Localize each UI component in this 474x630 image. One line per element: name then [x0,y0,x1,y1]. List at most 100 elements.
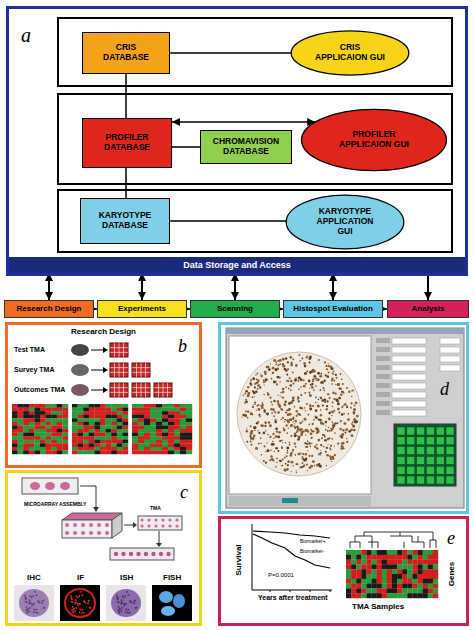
heatmap-cell [392,574,397,579]
heatmap-cell [89,425,95,429]
heatmap-cell [418,588,423,593]
heatmap-cell [144,415,150,419]
stain-dot [37,600,39,602]
heatmap-cell [111,436,117,440]
tma-grid [110,363,128,377]
heatmap-cell [144,411,150,415]
row-label: Survey TMA [14,366,54,374]
tissue-dot [296,410,298,412]
tma-spot [97,531,101,535]
stain-dot [78,595,80,597]
heatmap-cell [78,447,84,451]
heatmap-cell [186,415,192,419]
heatmap-cell [402,579,407,584]
spot-grid-cell [397,427,405,435]
tissue-dot [294,432,296,434]
spot-grid-cell [397,447,405,455]
heatmap-cell [12,425,18,429]
heatmap-cell [351,593,356,598]
heatmap-cell [162,418,168,422]
tissue-dot [282,465,284,467]
heatmap-cell [106,447,112,451]
tma-grid-line [123,383,124,397]
heatmap-cell [34,429,40,433]
heatmap-cell [111,404,117,408]
tissue-dot [285,442,287,444]
heatmap-cell [144,436,150,440]
tissue-dot [333,379,335,381]
heatmap-cell [46,436,52,440]
heatmap-cell [138,415,144,419]
stain-dot [129,600,131,602]
row-label: Outcomes TMA [14,386,65,394]
stain-dot [24,595,26,597]
heatmap-cell [78,450,84,454]
heatmap-cell [356,584,361,589]
microarray-assembly-sketch [124,525,133,526]
heatmap-cell [423,579,428,584]
heatmap-cell [12,433,18,437]
heatmap-cell [144,450,150,454]
heatmap-cell [397,579,402,584]
heatmap-cell [46,440,52,444]
tma-spot [65,523,69,527]
heatmap-cell [366,569,371,574]
heatmap [12,404,192,454]
heatmap-cell [162,450,168,454]
heatmap-cell [351,588,356,593]
heatmap-cell [372,584,377,589]
tissue-dot [326,375,329,378]
tissue-dot [307,440,309,442]
tissue-dot [341,445,344,448]
stain-dot [128,594,130,596]
heatmap-cell [40,450,46,454]
heatmap-cell [387,569,392,574]
tissue-dot [286,412,288,414]
tma-grid-line [145,383,146,397]
heatmap-cell [34,436,40,440]
stain-dot [77,596,79,598]
stain-dot [125,603,127,605]
heatmap-cell [402,550,407,555]
heatmap-cell [18,411,24,415]
heatmap-cell [46,422,52,426]
axis-label: Survival [235,544,244,575]
tma-grid [154,383,172,397]
heatmap-cell [89,450,95,454]
stain-dot [28,603,30,605]
heatmap-cell [402,569,407,574]
heatmap-cell [100,436,106,440]
tma-grid [110,383,128,397]
tma-spot [140,524,143,527]
database-box: CHROMAVISION DATABASE [200,130,292,164]
panel-frame: e [218,516,469,626]
heatmap-cell [106,411,112,415]
tissue-dot [319,419,322,422]
tissue-dot [315,397,317,399]
heatmap-cell [62,450,68,454]
tma-grid-line [132,367,150,368]
heatmap-cell [51,422,57,426]
stain-dot [73,612,75,614]
heatmap-cell [138,408,144,412]
tissue-dot [299,422,302,425]
heatmap-cell [89,422,95,426]
heatmap-cell [144,408,150,412]
heatmap-cell [94,415,100,419]
microarray-assembly-sketch [22,478,78,494]
tissue-dot [280,408,282,410]
heatmap-cell [29,440,35,444]
tissue-dot [287,450,288,451]
stain-dot [127,609,129,611]
heatmap-cell [407,560,412,565]
tissue-dot [339,428,341,430]
heatmap-cell [34,440,40,444]
heatmap-cell [122,447,128,451]
heatmap-cell [106,450,112,454]
stain-dot [129,612,131,614]
heatmap-cell [23,440,29,444]
heatmap-cell [40,408,46,412]
tissue-dot [303,385,306,388]
tissue-dot [273,415,275,417]
stain-dot [90,607,92,609]
